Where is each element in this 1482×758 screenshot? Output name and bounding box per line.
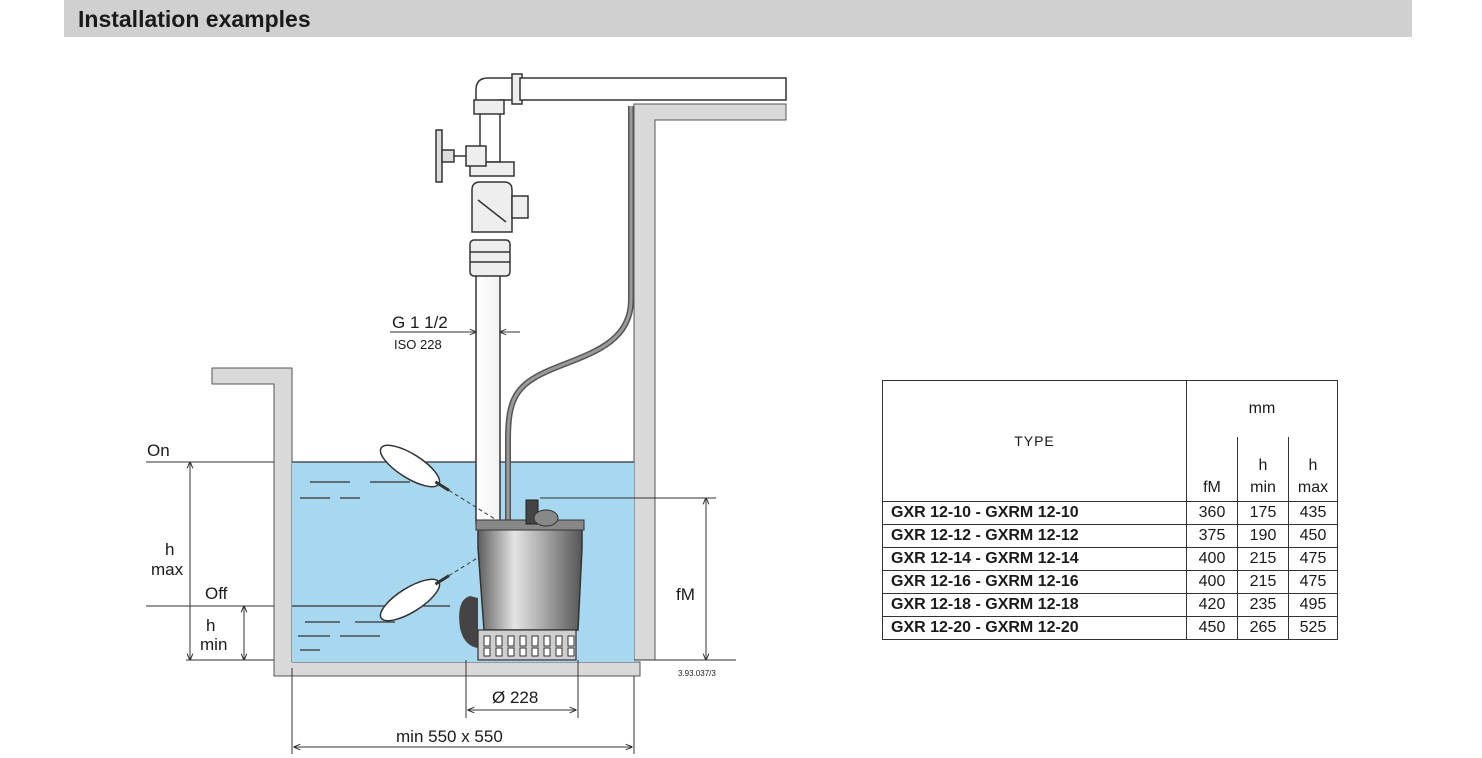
- type-header: TYPE: [882, 380, 1187, 502]
- section-header: Installation examples: [64, 0, 1412, 37]
- water-surface-lines: [292, 461, 634, 651]
- hmin-label-h: h: [206, 616, 215, 635]
- discharge-pipe: [435, 73, 787, 523]
- diameter-dimension: [465, 660, 579, 718]
- off-level-label: Off: [205, 584, 228, 603]
- level-dimension-lines: [146, 462, 274, 660]
- power-cable: [505, 106, 634, 520]
- hmin-label-min: min: [200, 635, 227, 654]
- pipe-standard-label: ISO 228: [394, 337, 442, 352]
- section-title: Installation examples: [78, 6, 311, 32]
- hmax-label-max: max: [151, 560, 184, 579]
- drawing-reference: 3.93.037/3: [678, 669, 716, 678]
- table-row: GXR 12-12 - GXRM 12-12 375 190 450: [882, 524, 1338, 548]
- pit-size-dimension: [291, 668, 635, 754]
- hmax-label-h: h: [165, 540, 174, 559]
- fm-label: fM: [676, 585, 695, 604]
- pipe-thread-label: G 1 1/2: [392, 313, 448, 332]
- table-row: GXR 12-16 - GXRM 12-16 400 215 475: [882, 570, 1338, 594]
- unit-header: mm: [1186, 380, 1338, 437]
- submersible-pump: [459, 499, 585, 661]
- diameter-label: Ø 228: [492, 688, 538, 707]
- float-switch-off: [379, 541, 504, 622]
- fm-dimension: [540, 498, 736, 660]
- building-wall: [633, 103, 787, 661]
- table-row: GXR 12-20 - GXRM 12-20 450 265 525: [882, 616, 1338, 640]
- table-row: GXR 12-14 - GXRM 12-14 400 215 475: [882, 547, 1338, 571]
- col-fm-header: fM: [1186, 437, 1238, 502]
- on-level-label: On: [147, 441, 170, 460]
- table-row: GXR 12-10 - GXRM 12-10 360 175 435: [882, 501, 1338, 525]
- pit-size-label: min 550 x 550: [396, 727, 503, 746]
- table-row: GXR 12-18 - GXRM 12-18 420 235 495: [882, 593, 1338, 617]
